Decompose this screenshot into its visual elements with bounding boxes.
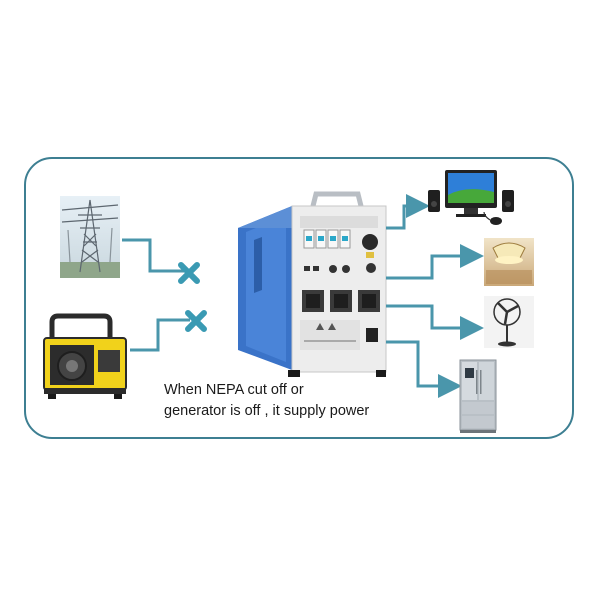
desktop-computer-image [428,170,514,225]
power-knob-icon [362,234,378,250]
grid-connector [122,238,184,273]
caption-line-2: generator is off , it supply power [164,403,370,419]
caption-line-1: When NEPA cut off or [164,382,304,398]
output-connectors [386,194,484,398]
circuit-breakers [303,229,351,249]
connector-to-light [386,244,484,280]
connector-to-fan [386,304,484,340]
connector-to-refrigerator [386,340,462,398]
grid-blocked-x-icon [178,262,200,284]
standing-fan-image [484,296,534,348]
generator-connector [130,318,190,352]
generator-blocked-x-icon [185,310,207,332]
ac-outlets [302,290,380,312]
diagram-frame [24,157,574,439]
power-grid-pylon-image [60,196,120,278]
petrol-generator-image [43,313,127,399]
caption: When NEPA cut off or generator is off , … [164,380,424,422]
refrigerator-image [459,359,497,433]
inverter-unit [238,191,387,377]
ceiling-light-image [484,238,534,286]
connector-to-computer [386,194,430,230]
